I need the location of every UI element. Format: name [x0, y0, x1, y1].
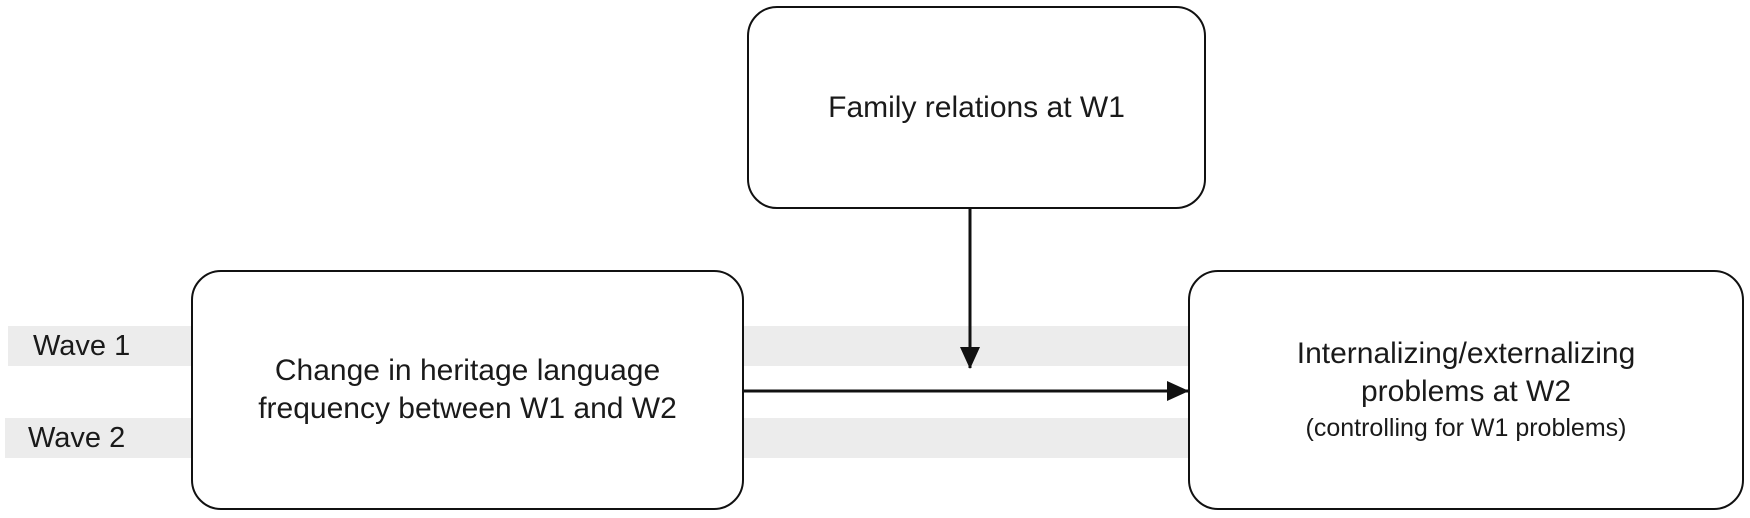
problems-outcome-line1: Internalizing/externalizing: [1296, 337, 1636, 370]
wave-1-label: Wave 1: [33, 330, 131, 362]
problems-outcome-line2: problems at W2: [1360, 375, 1572, 408]
heritage-language-change-line1: Change in heritage language: [274, 354, 661, 387]
problems-outcome-note: (controlling for W1 problems): [1305, 414, 1627, 442]
family-relations-node: Family relations at W1: [747, 6, 1206, 209]
problems-outcome-node: Internalizing/externalizing problems at …: [1188, 270, 1744, 510]
wave-2-label: Wave 2: [28, 422, 126, 454]
heritage-language-change-line2: frequency between W1 and W2: [258, 392, 677, 425]
heritage-language-change-node: Change in heritage language frequency be…: [191, 270, 744, 510]
family-relations-label: Family relations at W1: [828, 90, 1125, 124]
